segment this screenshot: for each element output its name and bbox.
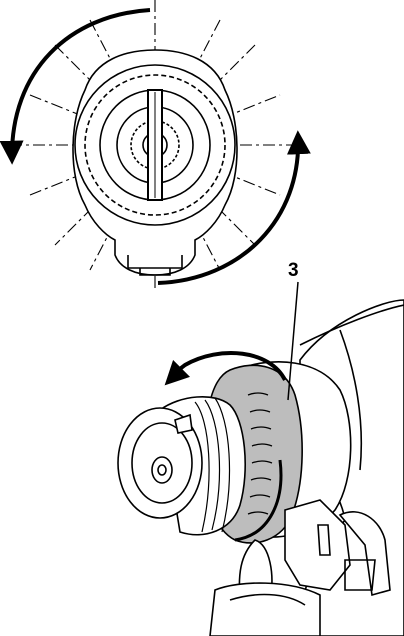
rotation-arrow-cw-icon xyxy=(157,130,311,285)
front-view-diagram xyxy=(0,0,311,290)
tool-side-view xyxy=(117,281,404,636)
callout-number: 3 xyxy=(288,260,299,281)
bit-hole xyxy=(151,456,173,484)
outer-ring xyxy=(74,64,236,226)
rotation-arrow-ring-icon xyxy=(164,351,287,386)
side-handle-clamp xyxy=(284,499,351,591)
rotation-arrow-ccw-icon xyxy=(0,8,151,165)
ring-grip-ridges xyxy=(247,392,273,515)
callout-leader xyxy=(287,281,299,401)
